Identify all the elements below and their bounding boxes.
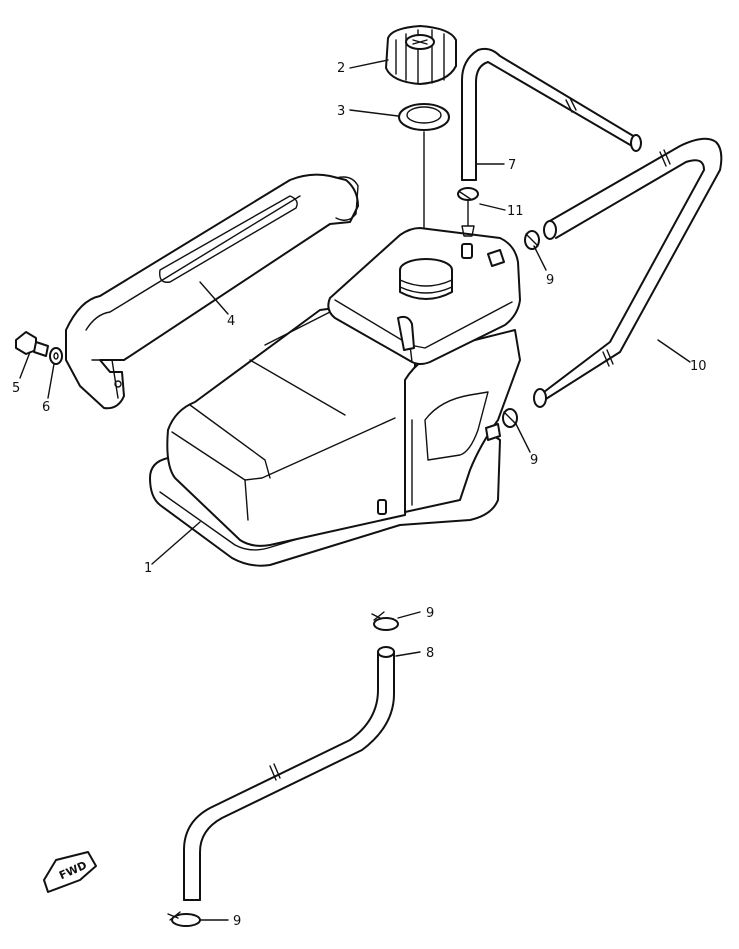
hose-clip-9-upper bbox=[524, 230, 540, 250]
leader-10 bbox=[657, 339, 691, 363]
leader-lines bbox=[19, 59, 691, 921]
callout-6: 6 bbox=[42, 400, 50, 415]
washer bbox=[49, 347, 63, 365]
bolt bbox=[15, 331, 49, 357]
mounting-bracket bbox=[65, 173, 359, 410]
leader-2 bbox=[349, 59, 389, 69]
cap-gasket bbox=[398, 103, 450, 131]
hose-clip-11 bbox=[457, 187, 479, 237]
leader-1 bbox=[151, 521, 201, 565]
hose-clip-9-bottom bbox=[167, 911, 201, 927]
hose-clip-9-middle bbox=[502, 408, 518, 428]
leader-4 bbox=[199, 281, 229, 315]
callout-9-upper: 9 bbox=[546, 273, 554, 288]
lower-hose bbox=[183, 646, 395, 901]
leader-5 bbox=[19, 351, 31, 379]
leader-6 bbox=[47, 363, 55, 399]
leader-9a bbox=[533, 245, 547, 271]
forward-direction-arrow: FWD bbox=[43, 851, 97, 893]
fuel-tank bbox=[149, 227, 521, 567]
leader-9c bbox=[397, 611, 421, 619]
callout-numbers: 1 2 3 4 5 6 7 8 9 9 9 9 10 11 bbox=[12, 61, 707, 929]
leader-8 bbox=[395, 651, 421, 657]
callout-9-bottom: 9 bbox=[233, 914, 241, 929]
callout-10: 10 bbox=[690, 359, 707, 374]
callout-3: 3 bbox=[337, 104, 345, 119]
callout-1: 1 bbox=[144, 561, 152, 576]
callout-11: 11 bbox=[507, 204, 524, 219]
callout-2: 2 bbox=[337, 61, 345, 76]
fuel-cap bbox=[385, 25, 457, 85]
callout-9-middle: 9 bbox=[530, 453, 538, 468]
callout-9-lower-top: 9 bbox=[426, 606, 434, 621]
hose-clip-9-top-lower bbox=[371, 611, 399, 631]
leader-9b bbox=[515, 423, 531, 453]
overflow-hose bbox=[533, 137, 723, 408]
leader-11 bbox=[479, 203, 506, 211]
callout-5: 5 bbox=[12, 381, 20, 396]
callout-7: 7 bbox=[508, 158, 516, 173]
callout-4: 4 bbox=[227, 314, 235, 329]
leader-3 bbox=[349, 109, 399, 117]
vent-hose-upper bbox=[461, 47, 642, 181]
callout-8: 8 bbox=[426, 646, 434, 661]
